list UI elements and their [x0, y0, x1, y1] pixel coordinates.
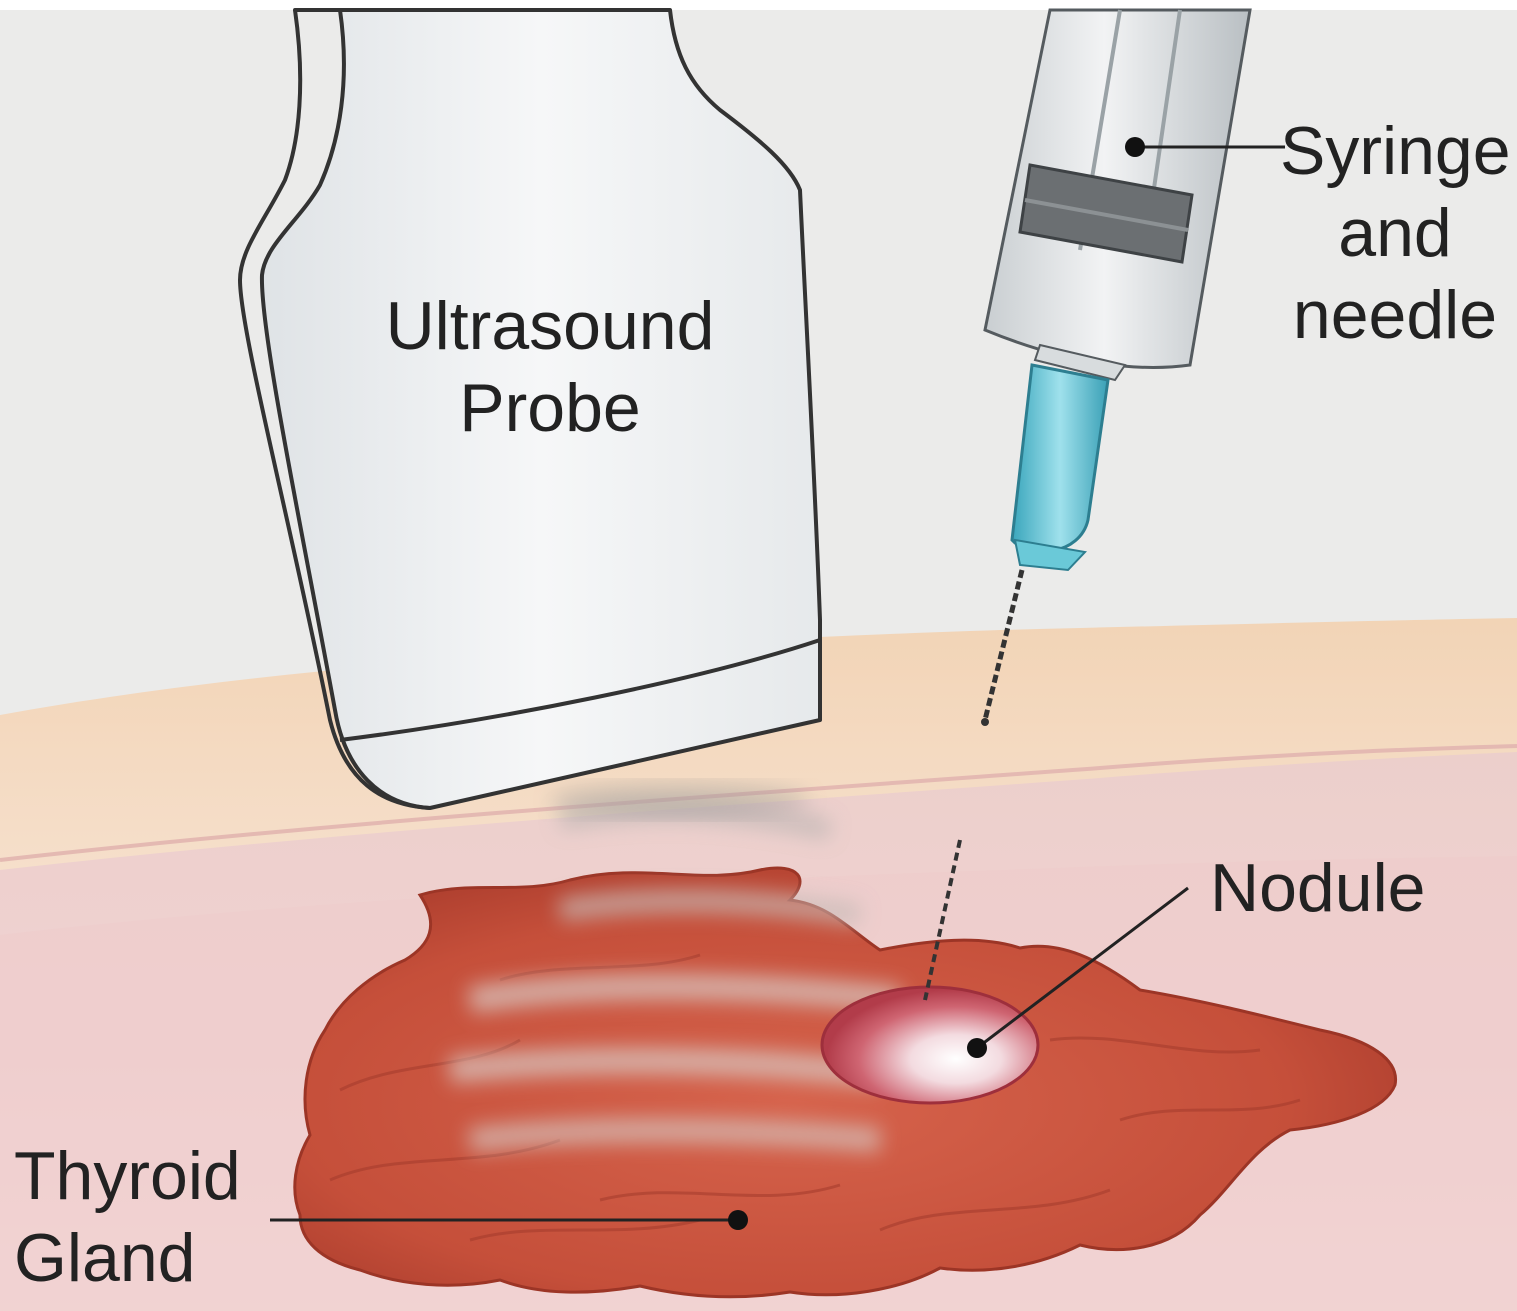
syringe-pointer-dot — [1125, 137, 1145, 157]
syringe-label: Syringe and needle — [1280, 110, 1510, 356]
nodule-pointer-dot — [967, 1038, 987, 1058]
thyroid-gland-label: Thyroid Gland — [14, 1135, 274, 1299]
ultrasound-probe-label: Ultrasound Probe — [380, 285, 720, 449]
nodule-label: Nodule — [1210, 847, 1470, 929]
thyroid-pointer-dot — [728, 1210, 748, 1230]
nodule-icon — [822, 987, 1038, 1103]
